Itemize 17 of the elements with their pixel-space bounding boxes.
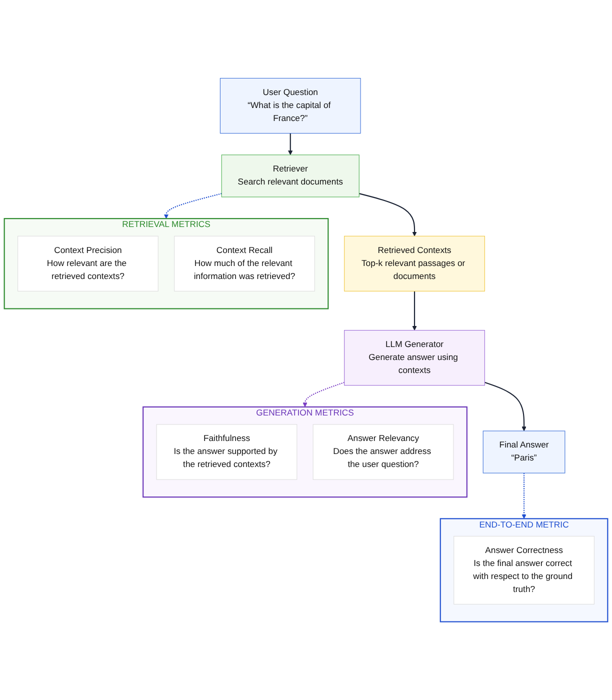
arrow [359,193,417,236]
arrow [302,382,345,408]
node-box: Final Answer “Paris” [482,430,566,474]
node-box: Context Recall How much of the relevant information was retrieved? [174,236,315,292]
node-box: Retrieved Contexts Top-k relevant passages or documents [344,236,485,292]
node-box: Context Precision How relevant are the retrieved contexts? [18,236,158,292]
node-box: LLM Generator Generate answer using contexts [344,330,485,386]
arrow [484,382,526,432]
arrow [522,473,526,519]
arrow [164,193,222,219]
arrow [412,291,417,331]
arrow [288,133,293,156]
node-box: Faithfulness Is the answer supported by the retrieved contexts? [156,424,298,480]
node-box: Answer Relevancy Does the answer address the user question? [312,424,454,480]
node-box: Retriever Search relevant documents [221,154,360,198]
node-box: User Question “What is the capital of France?” [220,78,361,134]
node-box: Answer Correctness Is the final answer correct with respect to the ground truth? [454,536,594,604]
